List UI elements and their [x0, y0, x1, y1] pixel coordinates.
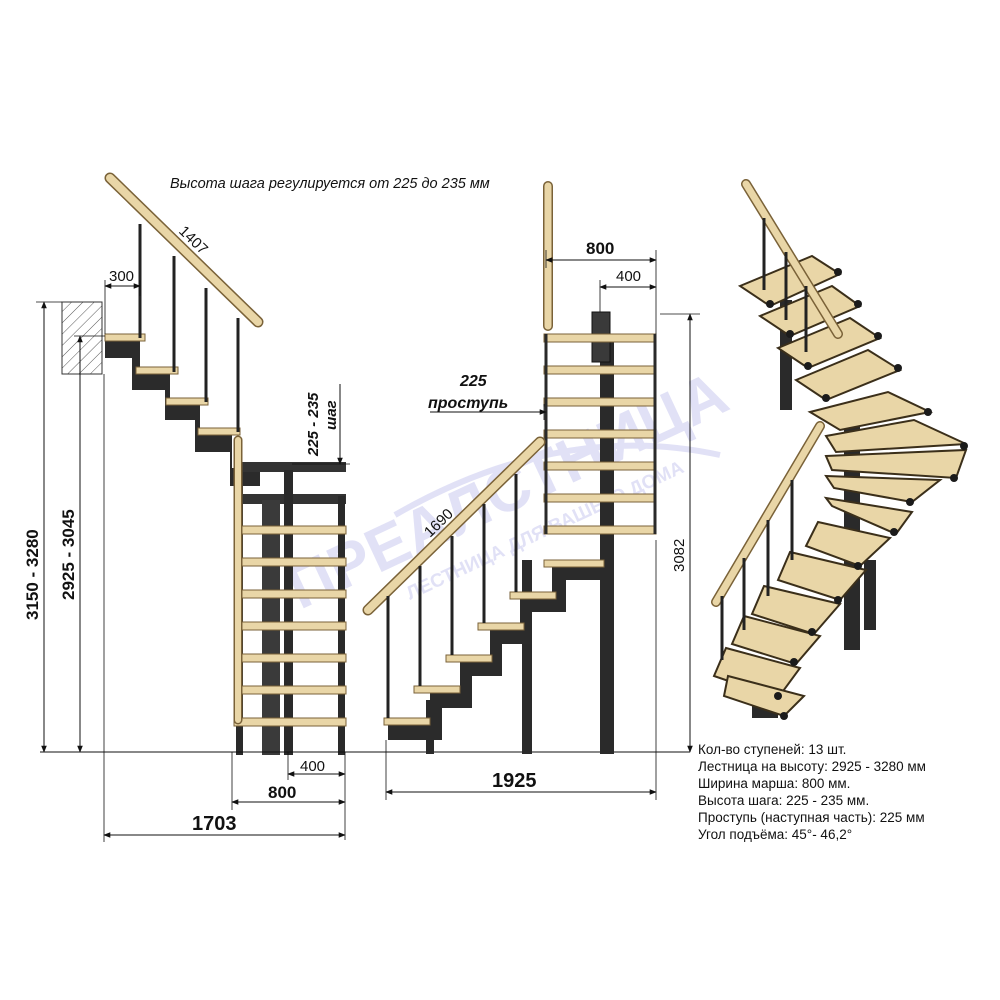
- spec-height: Лестница на высоту: 2925 - 3280 мм: [698, 759, 926, 774]
- spec-step-height: Высота шага: 225 - 235 мм.: [698, 793, 869, 808]
- dim-side-total-height: 3150 - 3280: [23, 529, 42, 620]
- iso-lower-balusters: [720, 480, 794, 660]
- side-upper-stringer: [105, 338, 260, 486]
- side-landing: [236, 462, 346, 472]
- dim-front-half-width: 400: [616, 268, 641, 285]
- dim-side-total-length: 1703: [192, 813, 237, 835]
- front-balusters: [386, 474, 518, 718]
- side-tread: [197, 427, 241, 436]
- side-view: 1407 300 225 - 235 шаг 3150 - 3280 2925 …: [23, 172, 690, 842]
- isometric-view: [711, 179, 968, 720]
- front-upper-treads: [543, 333, 657, 535]
- spec-tread: Проступь (наступная часть): 225 мм: [698, 810, 925, 825]
- side-tread: [135, 366, 179, 375]
- dim-front-total-length: 1925: [492, 770, 537, 792]
- dim-front-height: 3082: [671, 539, 688, 572]
- front-lower-treads: [383, 559, 605, 726]
- front-view: 800 400 225 проступь 1690 3082 1925: [362, 181, 700, 800]
- front-center-post: [600, 336, 614, 754]
- spec-width: Ширина марша: 800 мм.: [698, 776, 850, 791]
- watermark-swoosh: [393, 442, 721, 518]
- dim-front-tread-word: проступь: [428, 395, 508, 412]
- dim-front-width: 800: [586, 239, 614, 258]
- side-tread: [165, 397, 209, 406]
- front-post: [522, 560, 532, 754]
- spec-angle: Угол подъёма: 45°- 46,2°: [698, 827, 852, 842]
- front-lower-stringer: [388, 562, 600, 740]
- dim-side-step-word: шаг: [323, 400, 340, 430]
- iso-winder-treads: [823, 418, 968, 536]
- iso-upper-balusters: [762, 218, 808, 352]
- iso-upper-treads: [737, 254, 934, 432]
- dim-side-top-tread: 300: [109, 268, 134, 285]
- spec-list: Кол-во ступеней: 13 шт. Лестница на высо…: [698, 742, 926, 842]
- iso-bolts: [766, 268, 968, 720]
- dim-side-step-height: 225 - 235: [305, 392, 322, 457]
- step-height-note: Высота шага регулируется от 225 до 235 м…: [170, 176, 490, 192]
- side-tread: [104, 333, 146, 342]
- iso-upper-handrail-face: [742, 180, 842, 338]
- spec-steps: Кол-во ступеней: 13 шт.: [698, 742, 846, 757]
- front-lower-handrail-face: [364, 438, 544, 614]
- iso-column: [864, 560, 876, 630]
- side-upper-handrail-face: [106, 174, 262, 326]
- side-lower-post: [284, 470, 293, 755]
- dim-front-tread: 225: [459, 373, 488, 390]
- dim-side-bottom-half: 400: [300, 758, 325, 775]
- iso-lower-handrail-face: [712, 422, 824, 606]
- dim-side-march-width: 800: [268, 783, 296, 802]
- dim-side-stair-height: 2925 - 3045: [59, 509, 78, 600]
